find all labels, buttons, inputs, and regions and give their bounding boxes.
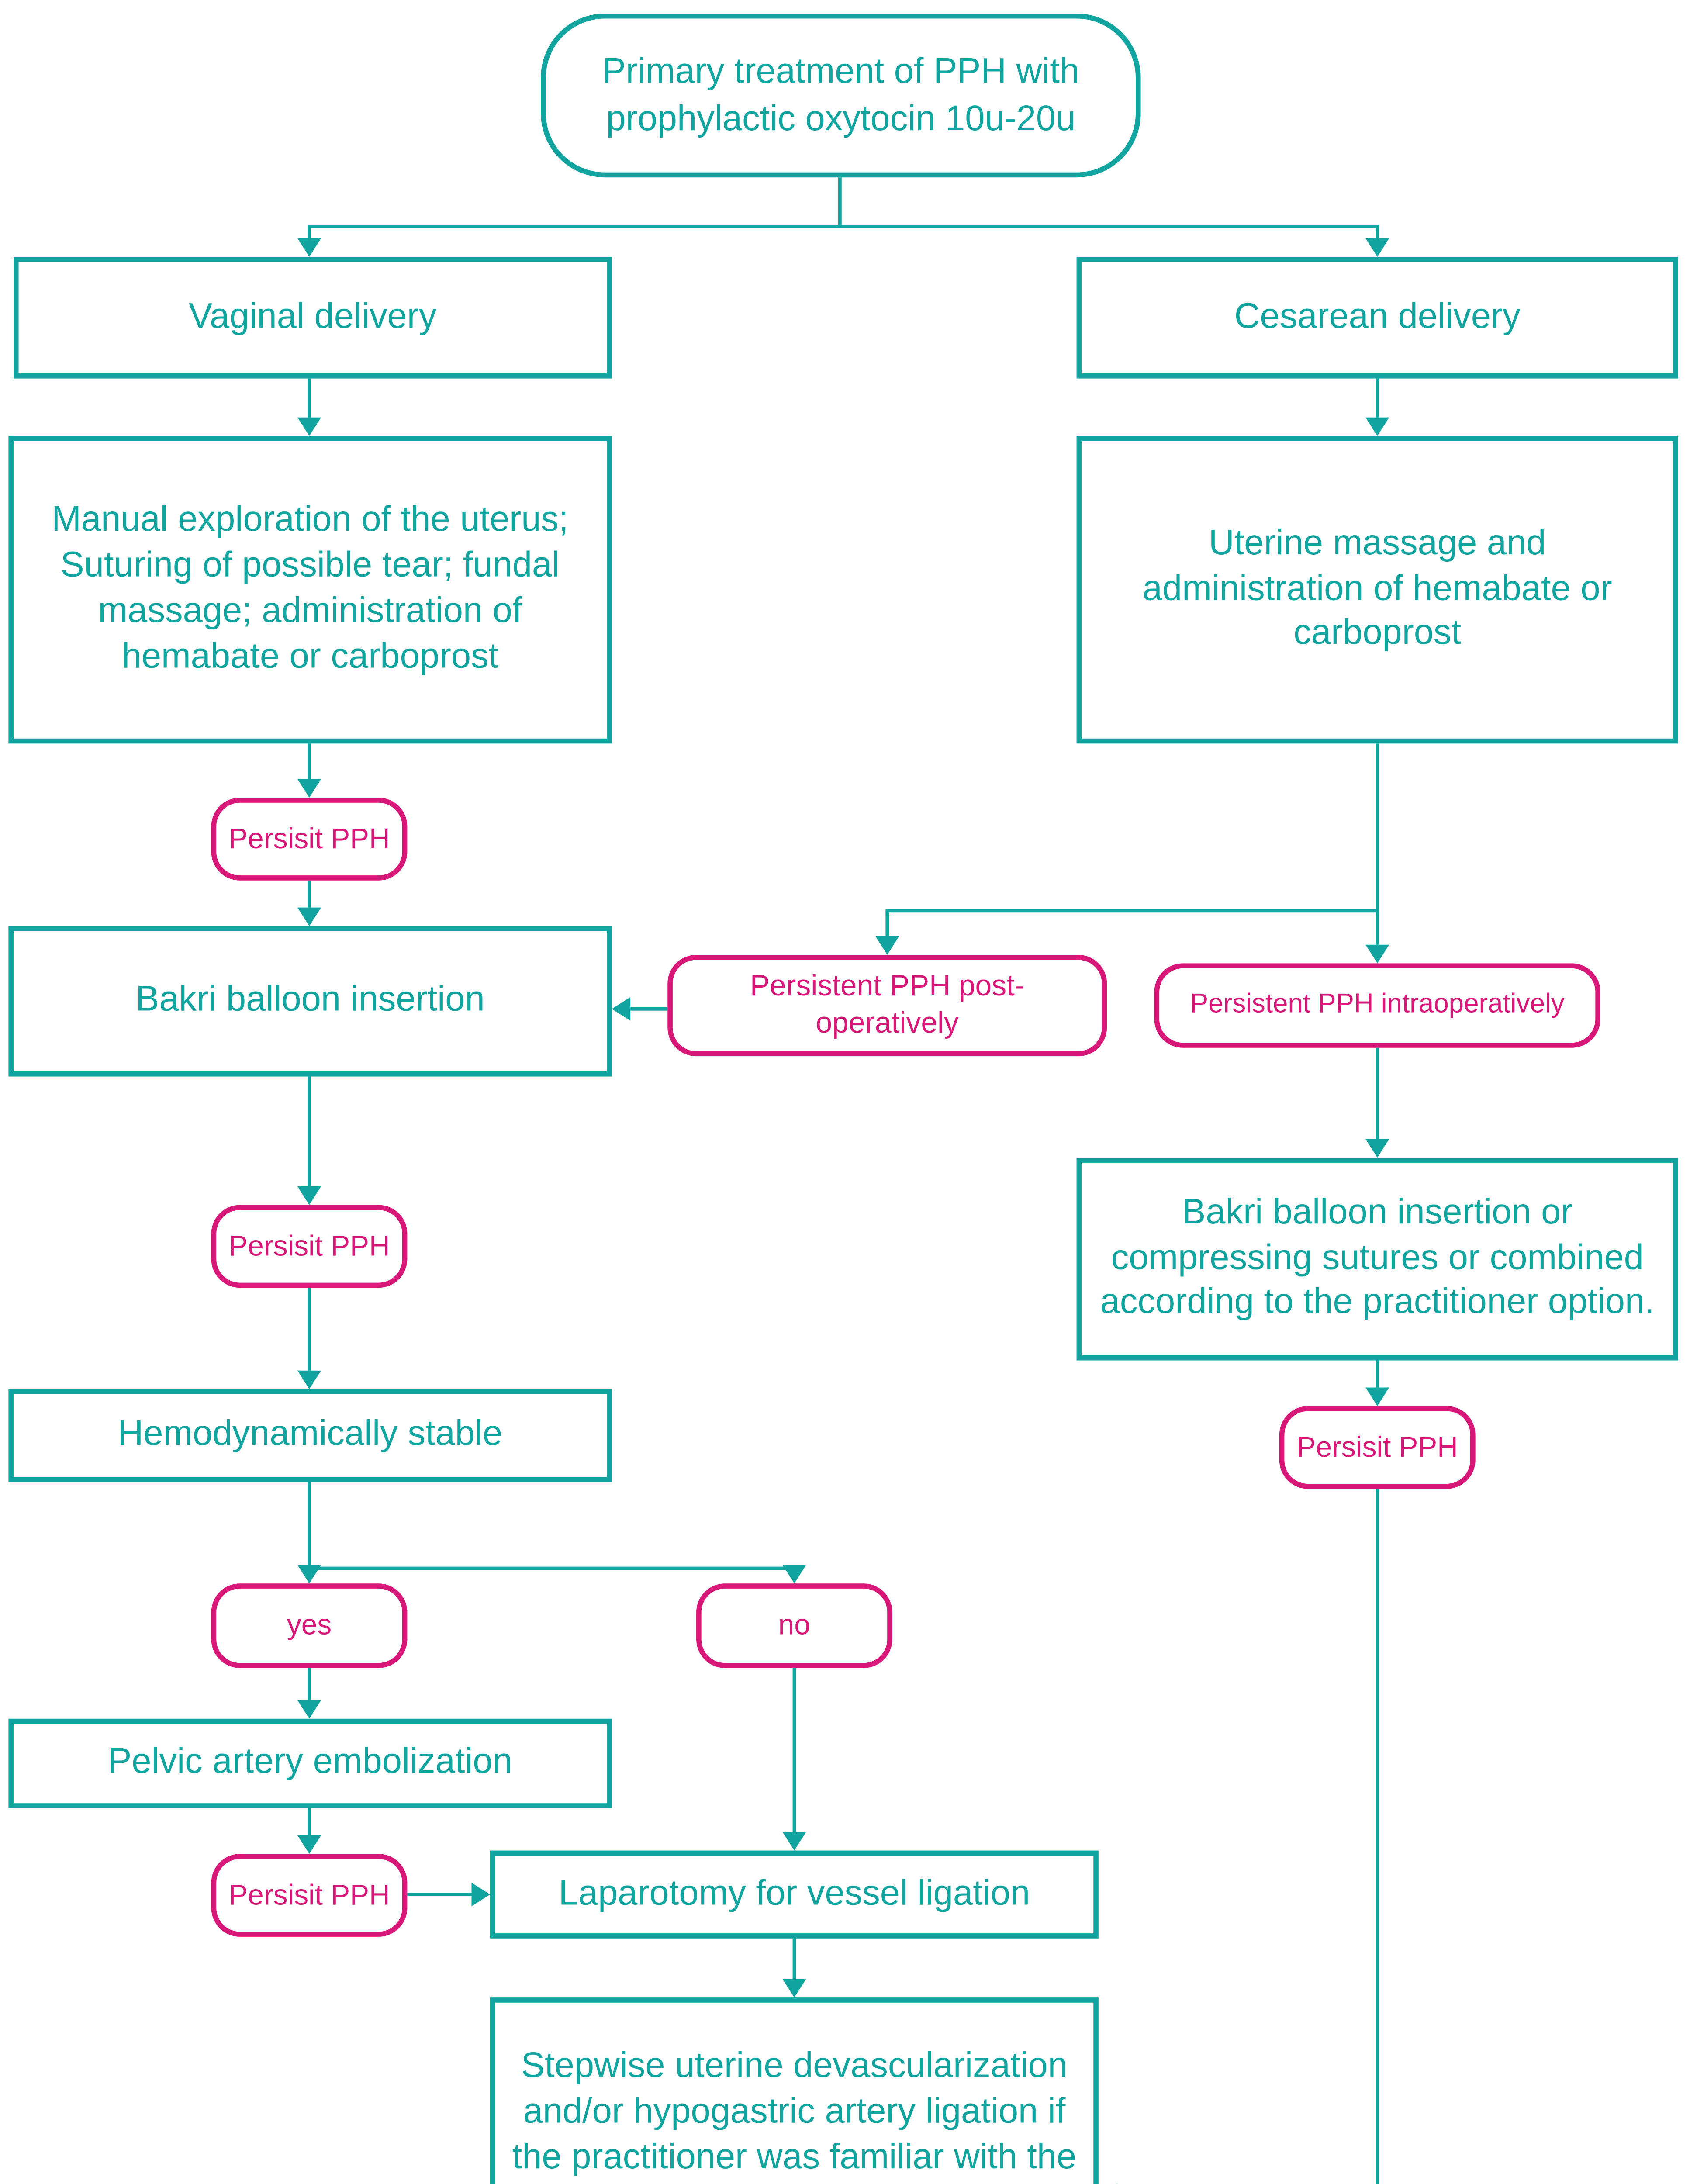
arrowhead-intraop-bakrics <box>1365 1139 1389 1158</box>
node-bakri-balloon-insertion: Bakri balloon insertion <box>8 926 612 1077</box>
node-pelvic-artery-embolization: Pelvic artery embolization <box>8 1718 612 1808</box>
arrowhead-postop-bakri <box>612 997 631 1021</box>
badge-label: Persisit PPH <box>228 1230 390 1262</box>
badge-label: Persistent PPH post-operatively <box>750 968 1025 1040</box>
edge-no-laparotomy <box>792 1668 796 1832</box>
node-label: Bakri balloon insertion or compressing s… <box>1100 1192 1655 1323</box>
node-bakri-or-compressing-sutures: Bakri balloon insertion or compressing s… <box>1076 1158 1678 1361</box>
node-primary-treatment: Primary treatment of PPH with prophylact… <box>541 13 1141 178</box>
arrowhead-persist3-laparotomy <box>471 1883 491 1907</box>
arrowhead-to-cesarean <box>1365 238 1389 257</box>
badge-persist-pph-3: Persisit PPH <box>211 1854 408 1937</box>
node-label: Bakri balloon insertion <box>135 980 485 1019</box>
node-label: Cesarean delivery <box>1234 297 1521 336</box>
edge-vaginal-manual <box>308 378 311 418</box>
badge-yes: yes <box>211 1583 408 1668</box>
arrowhead-to-yes <box>297 1565 321 1584</box>
node-label: Primary treatment of PPH with prophylact… <box>602 52 1080 138</box>
edge-persist3-laparotomy <box>407 1893 472 1897</box>
edge-to-intraop <box>1376 911 1379 945</box>
badge-no: no <box>696 1583 892 1668</box>
badge-label: Persisit PPH <box>1296 1431 1458 1464</box>
edge-laparotomy-stepwise <box>792 1938 796 1979</box>
arrowhead-laparotomy-stepwise <box>782 1979 806 1998</box>
badge-label: yes <box>287 1609 332 1642</box>
edge-cesarean-uterine <box>1376 378 1379 418</box>
edge-hemo-split-bar <box>308 1566 798 1570</box>
arrowhead-to-intraop <box>1365 944 1389 964</box>
node-label: Vaginal delivery <box>188 297 437 336</box>
badge-persist-pph-1: Persisit PPH <box>211 798 408 881</box>
node-cesarean-delivery: Cesarean delivery <box>1076 257 1678 379</box>
arrowhead-yes-pelvic <box>297 1700 321 1719</box>
node-manual-exploration: Manual exploration of the uterus; Suturi… <box>8 436 612 744</box>
node-laparotomy-vessel-ligation: Laparotomy for vessel ligation <box>490 1850 1099 1939</box>
arrowhead-to-no <box>782 1565 806 1584</box>
badge-label: Persistent PPH intraoperatively <box>1190 990 1565 1019</box>
arrowhead-vaginal-manual <box>297 417 321 436</box>
node-vaginal-delivery: Vaginal delivery <box>13 257 612 379</box>
badge-label: no <box>778 1609 811 1642</box>
badge-persist-pph-2: Persisit PPH <box>211 1205 408 1288</box>
arrowhead-manual-persist1 <box>297 779 321 798</box>
edge-manual-persist1 <box>308 743 311 779</box>
edge-pelvic-persist3 <box>308 1808 311 1835</box>
node-label: Manual exploration of the uterus; Suturi… <box>52 501 569 676</box>
edge-hemo-trunk <box>308 1482 311 1569</box>
node-label: Pelvic artery embolization <box>108 1742 512 1782</box>
node-hemodynamically-stable: Hemodynamically stable <box>8 1389 612 1482</box>
arrowhead-cesarean-uterine <box>1365 417 1389 436</box>
arrowhead-bakrics-persistr <box>1365 1387 1389 1406</box>
edge-bakrics-persistr <box>1376 1360 1379 1388</box>
node-label: Hemodynamically stable <box>118 1414 503 1454</box>
edge-to-cesarean <box>1376 226 1379 238</box>
badge-persist-pph-right: Persisit PPH <box>1279 1406 1476 1489</box>
badge-persistent-pph-postoperatively: Persistent PPH post-operatively <box>667 954 1107 1057</box>
edge-to-postop <box>885 911 889 936</box>
arrowhead-bakri-persist2 <box>297 1186 321 1205</box>
edge-primary-trunk <box>838 177 842 227</box>
badge-label: Persisit PPH <box>228 822 390 855</box>
edge-cs-split-bar <box>885 909 1379 913</box>
edge-primary-split-bar <box>308 225 1379 228</box>
node-label: Stepwise uterine devascularization and/o… <box>512 2047 1077 2184</box>
edge-persist2-hemo <box>308 1288 311 1371</box>
badge-persistent-pph-intraoperatively: Persistent PPH intraoperatively <box>1154 963 1600 1048</box>
badge-label: Persisit PPH <box>228 1879 390 1911</box>
edge-yes-pelvic <box>308 1668 311 1700</box>
edge-persist1-bakri <box>308 880 311 908</box>
edge-postop-bakri <box>630 1007 668 1011</box>
arrowhead-no-laparotomy <box>782 1832 806 1851</box>
edge-persistr-down <box>1376 1489 1379 2184</box>
edge-uterine-trunk <box>1376 743 1379 913</box>
arrowhead-to-vaginal <box>297 238 321 257</box>
arrowhead-to-postop <box>875 936 899 955</box>
node-uterine-massage: Uterine massage and administration of he… <box>1076 436 1678 744</box>
edge-bakri-persist2 <box>308 1076 311 1187</box>
edge-to-vaginal <box>308 226 311 238</box>
edge-intraop-bakrics <box>1376 1047 1379 1139</box>
arrowhead-persist2-hemo <box>297 1370 321 1389</box>
node-stepwise-devascularization: Stepwise uterine devascularization and/o… <box>490 1997 1099 2184</box>
node-label: Uterine massage and administration of he… <box>1142 523 1612 653</box>
arrowhead-persist1-bakri <box>297 907 321 926</box>
arrowhead-pelvic-persist3 <box>297 1835 321 1854</box>
node-label: Laparotomy for vessel ligation <box>558 1873 1030 1913</box>
